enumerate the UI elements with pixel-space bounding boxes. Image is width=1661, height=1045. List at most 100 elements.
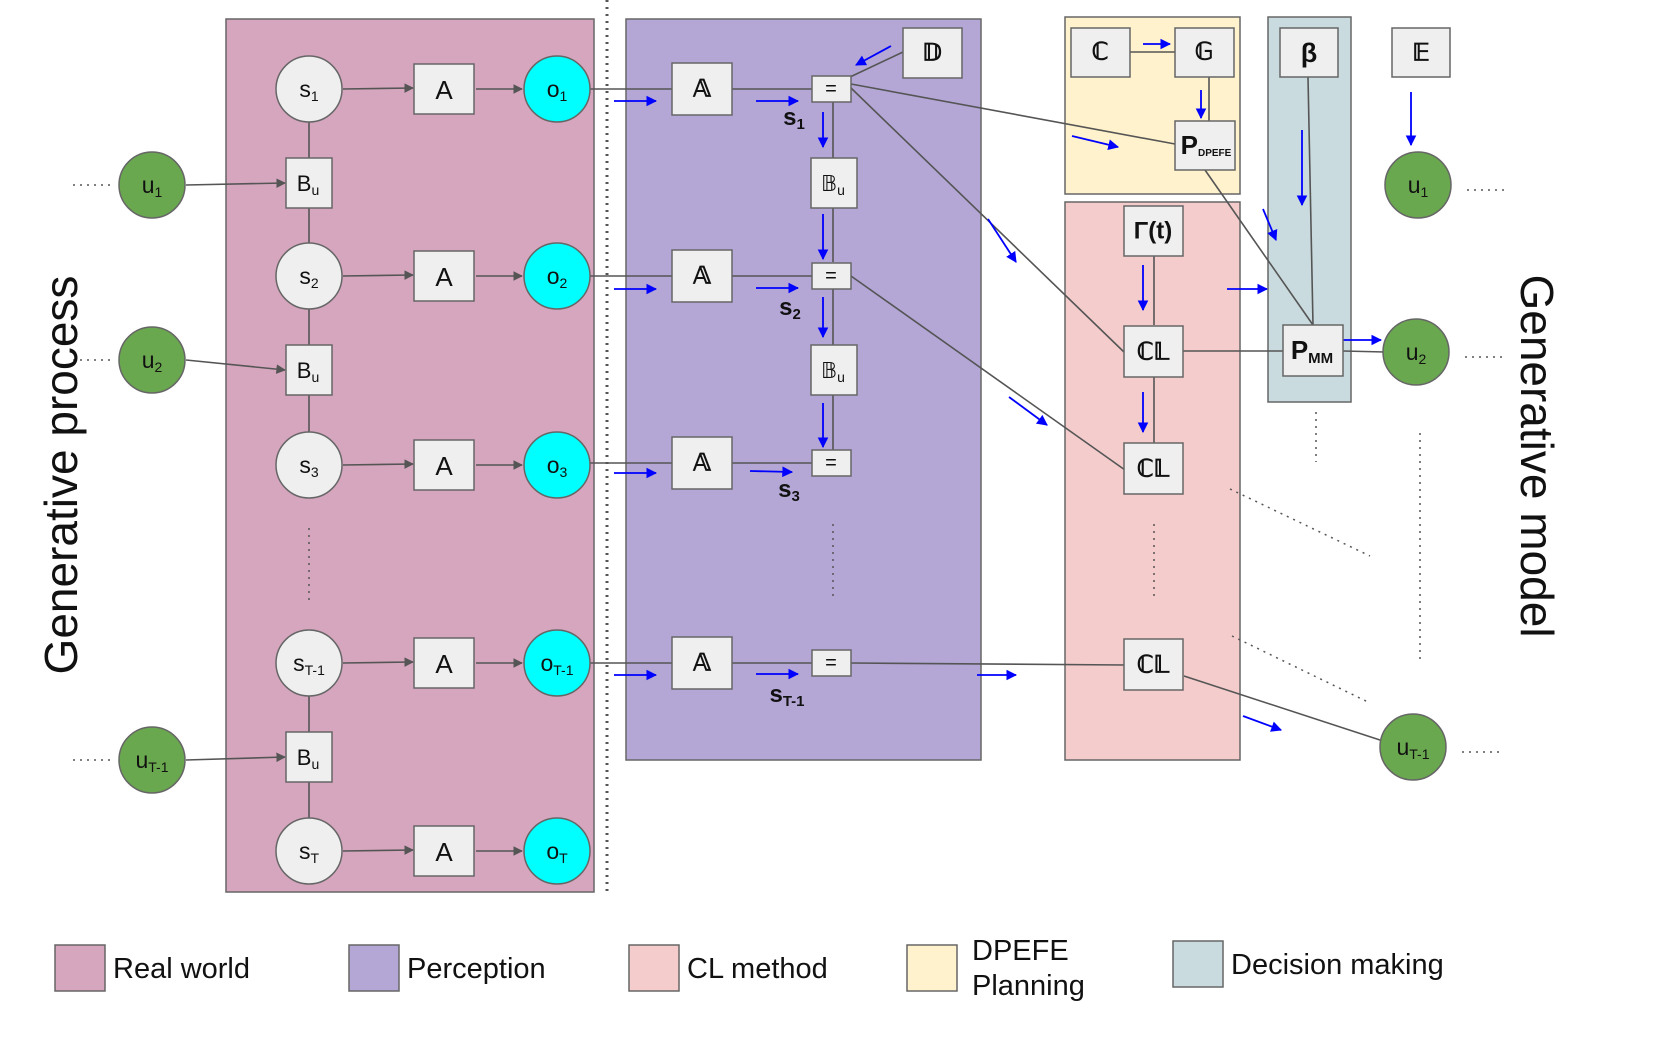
pdpefe-to-pmm-line <box>1204 169 1314 326</box>
legend-label: Perception <box>407 953 546 985</box>
CL-label: ℂ𝕃 <box>1137 652 1171 679</box>
process-likelihood-box <box>413 63 475 115</box>
observation-node <box>523 431 591 499</box>
legend-item: Decision making <box>1172 940 1444 988</box>
message-arrow <box>1242 715 1283 732</box>
process-state-label-base: s <box>299 76 311 102</box>
legend-item: CL method <box>628 944 828 992</box>
inferred-state-label-base: s <box>778 476 791 503</box>
action-to-B-arrow <box>185 178 286 188</box>
perception-transition-label-sub: u <box>837 182 845 198</box>
legend-swatch <box>906 944 958 992</box>
process-transition-box <box>285 731 333 783</box>
equals-to-cl2-line <box>850 275 1126 471</box>
diagonal-ellipsis <box>1229 488 1371 557</box>
process-state-node <box>275 431 343 499</box>
model-action-label-base: u <box>1406 339 1419 365</box>
process-transition-box <box>285 157 333 209</box>
connector-lines-layer <box>185 51 1386 856</box>
process-action-label-sub: T-1 <box>148 759 168 775</box>
C-label: ℂ <box>1092 39 1109 66</box>
observation-label-base: o <box>547 263 560 289</box>
perception-transition-label: 𝔹u <box>821 358 845 386</box>
observation-label-sub: 1 <box>560 88 568 104</box>
model-action-label: u1 <box>1408 172 1429 200</box>
legend-swatch <box>348 944 400 992</box>
process-state-label-sub: 3 <box>311 464 319 480</box>
equals-node <box>811 262 852 290</box>
process-action-label-base: u <box>142 172 155 198</box>
equals-node <box>811 649 852 677</box>
action-to-B-arrow <box>185 752 286 763</box>
G-box <box>1174 27 1235 78</box>
prior-D-box <box>902 27 963 79</box>
beta-label: β <box>1301 38 1317 68</box>
P-dpefe-label-sub: DPEFE <box>1198 148 1232 159</box>
process-likelihood-label: A <box>435 837 453 867</box>
observation-label: oT <box>546 838 568 866</box>
perception-likelihood-label: 𝔸 <box>692 76 712 103</box>
inferred-state-label-sub: T-1 <box>783 693 805 710</box>
message-arrow <box>1008 396 1048 426</box>
process-action-node <box>118 726 186 794</box>
perception-transition-label-base: 𝔹 <box>821 358 837 383</box>
observation-node <box>523 629 591 697</box>
process-likelihood-label: A <box>435 262 453 292</box>
perception-likelihood-box <box>671 62 733 116</box>
observation-label-base: o <box>540 650 553 676</box>
generative-process-label: Generative process <box>35 276 87 675</box>
process-state-node <box>275 55 343 123</box>
observation-label: o1 <box>547 76 568 104</box>
G-label: 𝔾 <box>1195 39 1214 66</box>
legend-swatch <box>628 944 680 992</box>
model-action-node <box>1382 318 1450 386</box>
legend-item: Real world <box>54 944 250 992</box>
observation-node <box>523 55 591 123</box>
legend-label-line: DPEFE <box>972 935 1069 967</box>
legend-swatch <box>1172 940 1224 988</box>
observation-label-sub: T <box>559 850 568 866</box>
state-to-A-arrow <box>342 459 414 469</box>
perception-transition-label-base: 𝔹 <box>821 171 837 196</box>
equals-to-pdpefe-line <box>850 83 1176 145</box>
perception-likelihood-label: 𝔸 <box>692 263 712 290</box>
inferred-state-label: sT-1 <box>769 681 804 710</box>
state-to-A-arrow <box>342 657 414 667</box>
diagonal-ellipsis <box>1231 635 1371 704</box>
process-state-label-sub: 2 <box>311 275 319 291</box>
cl-to-action-line <box>1183 675 1384 742</box>
CL-box <box>1123 442 1184 495</box>
observation-label-base: o <box>547 76 560 102</box>
process-state-node <box>275 817 343 885</box>
message-arrow <box>987 218 1017 263</box>
P-mm-label: PMM <box>1291 335 1333 367</box>
P-dpefe-label: PDPEFE <box>1181 130 1232 160</box>
message-arrow <box>855 45 892 66</box>
legend-swatch <box>54 944 106 992</box>
legend-label: CL method <box>687 953 828 985</box>
model-action-label-sub: 2 <box>1419 351 1427 367</box>
observation-label-sub: 2 <box>560 275 568 291</box>
inferred-state-label: s1 <box>783 104 805 133</box>
message-arrow <box>1071 135 1120 150</box>
process-state-label-base: s <box>299 452 311 478</box>
process-likelihood-box <box>413 825 475 877</box>
beta-box <box>1279 27 1339 78</box>
process-action-label: u2 <box>142 347 163 375</box>
observation-node <box>523 817 591 885</box>
legend-item: Perception <box>348 944 546 992</box>
state-to-A-arrow <box>342 83 414 93</box>
CL-label: ℂ𝕃 <box>1137 339 1171 366</box>
process-state-label: sT <box>299 838 320 866</box>
equals-label: = <box>825 652 837 674</box>
process-likelihood-box <box>413 439 475 491</box>
equals-label: = <box>825 78 837 100</box>
message-arrows-layer <box>614 38 1417 732</box>
P-dpefe-label-base: P <box>1181 130 1198 160</box>
perception-transition-box <box>810 344 858 396</box>
P-mm-label-sub: MM <box>1308 350 1333 367</box>
perception-transition-label-sub: u <box>837 369 845 385</box>
